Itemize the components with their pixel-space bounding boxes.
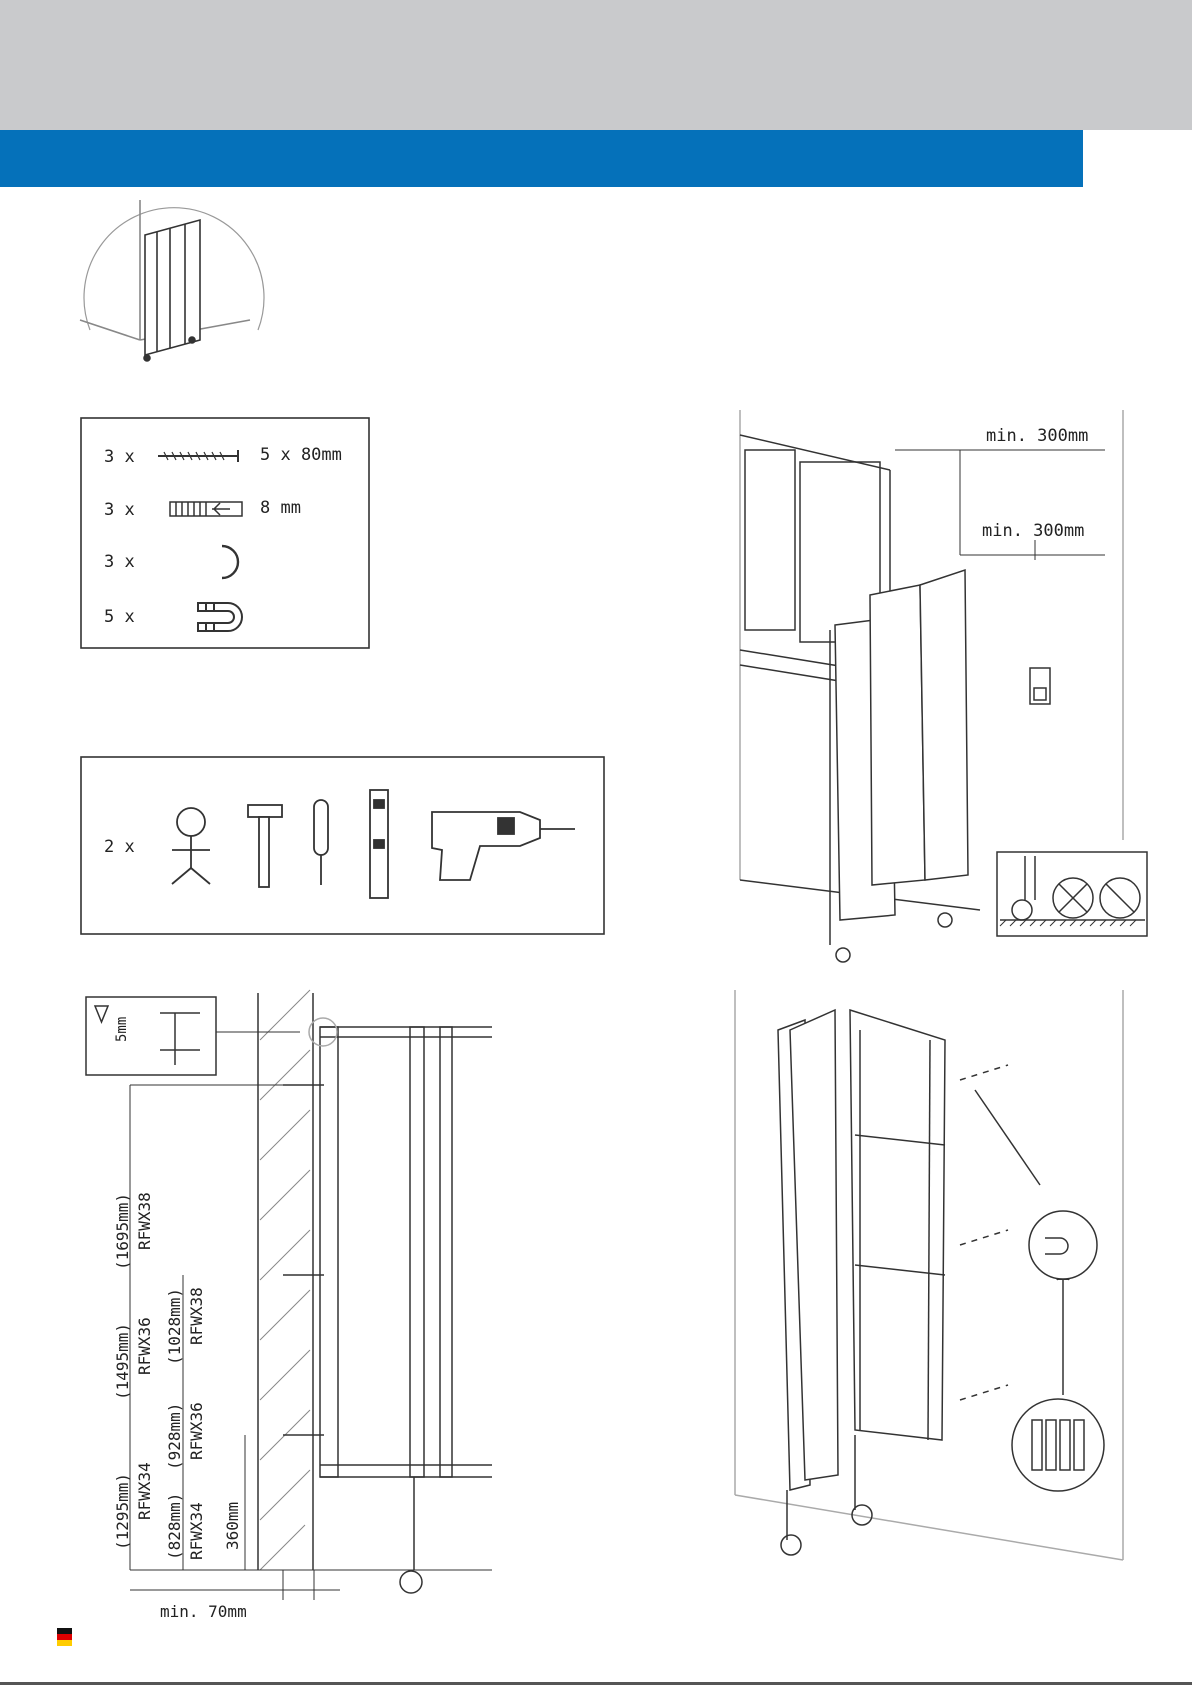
tools-box: 2 x xyxy=(81,757,604,934)
dim-h5: (928mm) xyxy=(165,1403,184,1470)
dowel-size: 8 mm xyxy=(260,498,301,518)
gap-top-label: min. 300mm xyxy=(986,426,1088,446)
dim-m6: RFWX34 xyxy=(187,1502,206,1560)
dim-h6: (828mm) xyxy=(165,1493,184,1560)
top-gap-label: 5mm xyxy=(114,1017,130,1042)
parts-box: 3 x 5 x 80mm 3 x 8 mm 3 x 5 x xyxy=(81,418,369,648)
magnet-mounting-view xyxy=(735,990,1123,1560)
dimension-labels: (1695mm) RFWX38 (1495mm) RFWX36 (1295mm)… xyxy=(113,1192,247,1621)
floor-type-inset xyxy=(997,852,1147,936)
dim-m5: RFWX36 xyxy=(187,1402,206,1460)
dim-m3: RFWX34 xyxy=(135,1462,154,1520)
german-flag-icon xyxy=(57,1628,72,1646)
dim-m1: RFWX38 xyxy=(135,1192,154,1250)
magnet-qty: 5 x xyxy=(104,607,135,627)
dim-m2: RFWX36 xyxy=(135,1317,154,1375)
screw-size: 5 x 80mm xyxy=(260,445,342,465)
dowel-qty: 3 x xyxy=(104,500,135,520)
dim-h4: (1028mm) xyxy=(165,1288,184,1365)
dim-h3: (1295mm) xyxy=(113,1473,132,1550)
clip-qty: 3 x xyxy=(104,552,135,572)
overview-illustration xyxy=(80,200,264,361)
top-gap-inset: 5mm xyxy=(86,997,300,1075)
people-qty: 2 x xyxy=(104,837,135,857)
screw-qty: 3 x xyxy=(104,447,135,467)
dim-h2: (1495mm) xyxy=(113,1323,132,1400)
wall-dimension-drawing xyxy=(130,990,492,1600)
dim-wall: min. 70mm xyxy=(160,1602,247,1621)
dim-h1: (1695mm) xyxy=(113,1193,132,1270)
gap-socket-label: min. 300mm xyxy=(982,521,1084,541)
dim-bottom: 360mm xyxy=(223,1502,242,1550)
dowel-icon xyxy=(170,502,242,516)
dim-m4: RFWX38 xyxy=(187,1287,206,1345)
spirit-level-icon xyxy=(370,790,388,898)
